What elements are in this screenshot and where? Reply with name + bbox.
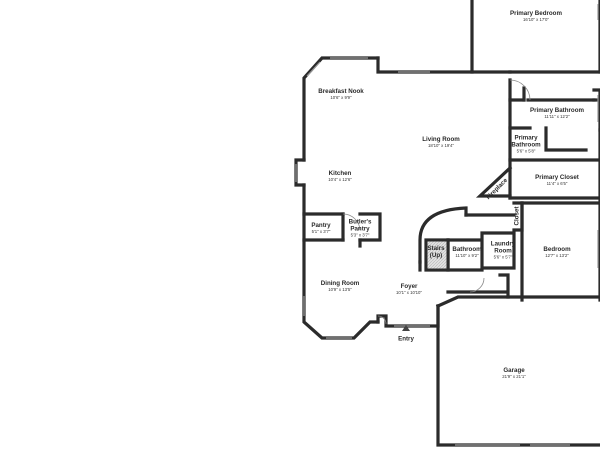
label-living-room: Living Room 18'10" x 19'4" [422,136,459,149]
room-name-line1: Laundry [490,240,516,248]
room-name: Primary Bathroom [530,106,584,114]
room-dims: 16'10" x 17'0" [523,16,549,22]
room-name: Bathroom [452,245,482,253]
label-foyer: Foyer 10'1" x 10'10" [396,283,422,296]
door-swings [342,79,531,325]
room-name: Kitchen [328,169,352,177]
room-dims: 10'1" x 10'10" [396,289,422,295]
room-name-line2: Room [494,247,512,255]
room-name-line2: (Up) [429,252,443,259]
room-name: Closet [513,206,521,226]
room-dims: 10'6" x 9'9" [330,94,352,100]
room-name: Garage [503,366,525,374]
room-name: Foyer [400,282,418,290]
label-butlers-pantry: Butler's Pantry 5'3" x 3'7" [349,218,372,238]
label-primary-bathroom: Primary Bathroom 11'11" x 12'2" [530,107,584,120]
label-garage: Garage 21'9" x 21'1" [502,367,526,380]
exterior-walls [294,56,600,447]
room-dims: 11'11" x 12'2" [544,113,570,119]
room-name: Pantry [311,221,331,229]
room-dims: 5'3" x 3'7" [350,232,370,238]
label-breakfast-nook: Breakfast Nook 10'6" x 9'9" [318,88,363,101]
label-closet: Closet [514,207,521,226]
label-laundry-room: Laundry Room 5'6" x 5'7" [491,240,515,260]
room-name: Breakfast Nook [318,87,364,95]
room-dims: 10'4" x 12'6" [328,176,352,182]
room-dims: 11'4" x 6'5" [546,180,568,186]
room-name-line1: Butler's [348,218,372,226]
room-name: Primary Bedroom [510,9,562,17]
interior-walls [302,206,516,299]
room-name: Living Room [422,135,460,143]
label-primary-bathroom-small: Primary Bathroom 5'6" x 5'8" [511,134,540,154]
room-dims: 5'6" x 5'7" [493,254,513,260]
label-primary-bedroom: Primary Bedroom 16'10" x 17'0" [510,10,562,23]
right-wing-walls [475,70,600,302]
room-dims: 21'9" x 21'1" [502,373,526,379]
entry-arrow-icon [402,325,410,331]
label-primary-closet: Primary Closet 11'4" x 6'5" [535,174,579,187]
label-bathroom: Bathroom 11'10" x 9'2" [452,246,481,259]
room-dims: 10'9" x 13'5" [328,286,352,292]
room-name-line2: Bathroom [511,141,541,149]
room-name-line1: Stairs [427,245,445,252]
label-kitchen: Kitchen 10'4" x 12'6" [328,170,352,183]
room-name: Bedroom [543,245,571,253]
primary-bedroom-walls [470,0,600,74]
room-dims: 12'7" x 13'2" [545,252,569,258]
room-dims: 5'6" x 5'8" [516,148,536,154]
room-name: Dining Room [320,279,360,287]
entry-label: Entry [398,335,414,343]
stairs-hatch [427,241,447,269]
label-pantry: Pantry 5'1" x 3'7" [311,222,330,235]
label-bedroom: Bedroom 12'7" x 13'2" [543,246,570,259]
room-dims: 5'1" x 3'7" [311,228,331,234]
room-dims: 11'10" x 9'2" [455,252,479,258]
room-name-line1: Primary [514,134,538,142]
room-name: Primary Closet [535,173,579,181]
room-dims: 18'10" x 19'4" [428,142,454,148]
label-stairs: Stairs (Up) [427,245,444,259]
room-name-line2: Pantry [350,225,370,233]
label-dining-room: Dining Room 10'9" x 13'5" [321,280,360,293]
